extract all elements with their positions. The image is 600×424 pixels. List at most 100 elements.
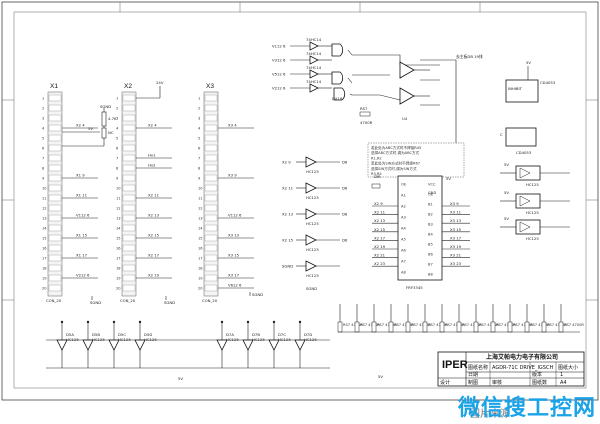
buffer-gate [305, 208, 317, 220]
label-design: 设计 [440, 379, 450, 386]
and-gate [331, 43, 344, 57]
net-label: X1 11 [76, 193, 88, 198]
buffer-chip-pins: OEA1A2A3A4A5A6A7A8VCCOEB1B2B3B4B5B6B7B8G… [401, 183, 436, 277]
connector-pin-number: 8 [198, 167, 201, 171]
title-block: IPER 上海艾帕电力电子有限公司 图纸名称 AGDR-71C DRIVE_IG… [437, 351, 585, 387]
title-block-frame [437, 351, 585, 387]
connector-pin-number: 12 [198, 207, 203, 211]
sgnd-label-x1: SGND [100, 104, 111, 109]
label-date: 日期 [468, 372, 478, 378]
connector-pin [48, 154, 62, 162]
net-label: X3 23 [450, 261, 462, 266]
connector-pin-number: 1 [198, 97, 200, 101]
chip-pin-label: A1 [401, 194, 406, 198]
sheet-number: 1 [560, 372, 563, 378]
connector-pin [48, 274, 62, 282]
bottom-resistor-label: RS7 4700R [411, 323, 431, 327]
connector-pin [204, 134, 218, 142]
chip-pin-label: OE [401, 183, 407, 187]
connector-pin [48, 254, 62, 262]
connector-x1-label: X1 [50, 83, 58, 90]
connector-pin [48, 224, 62, 232]
connector-pin [48, 194, 62, 202]
buffer-gate [305, 234, 317, 246]
connector-pin-number: 3 [42, 117, 44, 121]
label-sheet: 图纸数 [532, 379, 547, 386]
connector-pin [122, 264, 136, 272]
buffer-ref: HC125 [306, 221, 319, 226]
connector-pin-number: 18 [42, 267, 47, 271]
resistor-x1-value: 4.7K [108, 116, 117, 121]
connector-pin [48, 244, 62, 252]
note-line: 若此处为ABC方式时不焊接R45 [371, 145, 421, 150]
bottom-resistor [371, 321, 377, 333]
bottom-resistor [388, 321, 394, 333]
connector-pin [204, 234, 218, 242]
bottom-drivers: D5AHC125D5BHC125D5CHC125D5DHC125D7AHC125… [46, 320, 330, 369]
net-label: V212 6 [272, 86, 286, 91]
connector-x1-footer: CON_20 [46, 298, 62, 303]
label-draw: 制图 [468, 379, 478, 386]
connector-pin-number: 8 [42, 167, 45, 171]
bottom-driver-type: HC125 [278, 337, 291, 342]
gate-ref: 74HC14 [306, 79, 322, 84]
connector-pin-number: 17 [198, 257, 203, 261]
net-label: X3 21 [450, 253, 462, 258]
net-label: X3 17 [450, 235, 462, 240]
bottom-resistor [490, 321, 496, 333]
net-label: X2 11 [374, 210, 386, 215]
chip-pin-label: OE [428, 193, 434, 197]
connector-pin-number: 20 [198, 287, 203, 291]
and-gate [331, 71, 344, 85]
resistor-x1-nc [101, 127, 107, 139]
connector-pin [122, 134, 136, 142]
bottom-resistor [456, 321, 462, 333]
bottom-resistor [405, 321, 411, 333]
drawing-size: A4 [560, 380, 567, 386]
chip-pin-label: VCC [428, 183, 436, 187]
inverter-gate [309, 41, 319, 51]
bottom-resistor [524, 321, 530, 333]
net-label: V112 6 [228, 213, 242, 218]
connector-x2-label: X2 [124, 83, 132, 90]
connector-x3-label: X3 [206, 83, 214, 90]
connector-pin [204, 154, 218, 162]
right-buffer-chip [515, 219, 541, 235]
inhibit-chip [505, 79, 539, 103]
bottom-resistor-label: RS7 4700R [462, 323, 482, 327]
net-label: X2 4 [76, 123, 85, 128]
net-label: X2 13 [374, 218, 386, 223]
bottom-resistor [507, 321, 513, 333]
bottom-driver-ref: D7B [252, 332, 260, 337]
right-buffer-supply: 5V [504, 216, 509, 221]
net-label: X3 15 [450, 227, 462, 232]
connector-pin-number: 2 [116, 107, 118, 111]
connector-pin [122, 174, 136, 182]
connector-pin-number: 8 [116, 167, 119, 171]
bottom-driver-ref: D7C [278, 332, 286, 337]
connector-pin [122, 104, 136, 112]
chip-pin-label: B2 [428, 213, 433, 217]
right-buffer-ref: HC125 [526, 210, 539, 215]
connector-pin-number: 5 [198, 137, 200, 141]
right-buffer-ref: HC125 [526, 236, 539, 241]
top-resistor-ref: RS7 [360, 106, 368, 111]
buffer-ref: HC125 [306, 273, 319, 278]
chip-pin-label: A3 [401, 216, 406, 220]
gate-ref: 74HC14 [306, 51, 322, 56]
connector-pin-number: 11 [198, 197, 203, 201]
net-label: V112 6 [76, 213, 90, 218]
connector-pin-number: 18 [116, 267, 121, 271]
net-label: X2 21 [374, 253, 386, 258]
net-label: X3 13 [450, 218, 462, 223]
connector-pin-number: 7 [198, 157, 200, 161]
bottom-driver-type: HC125 [252, 337, 265, 342]
